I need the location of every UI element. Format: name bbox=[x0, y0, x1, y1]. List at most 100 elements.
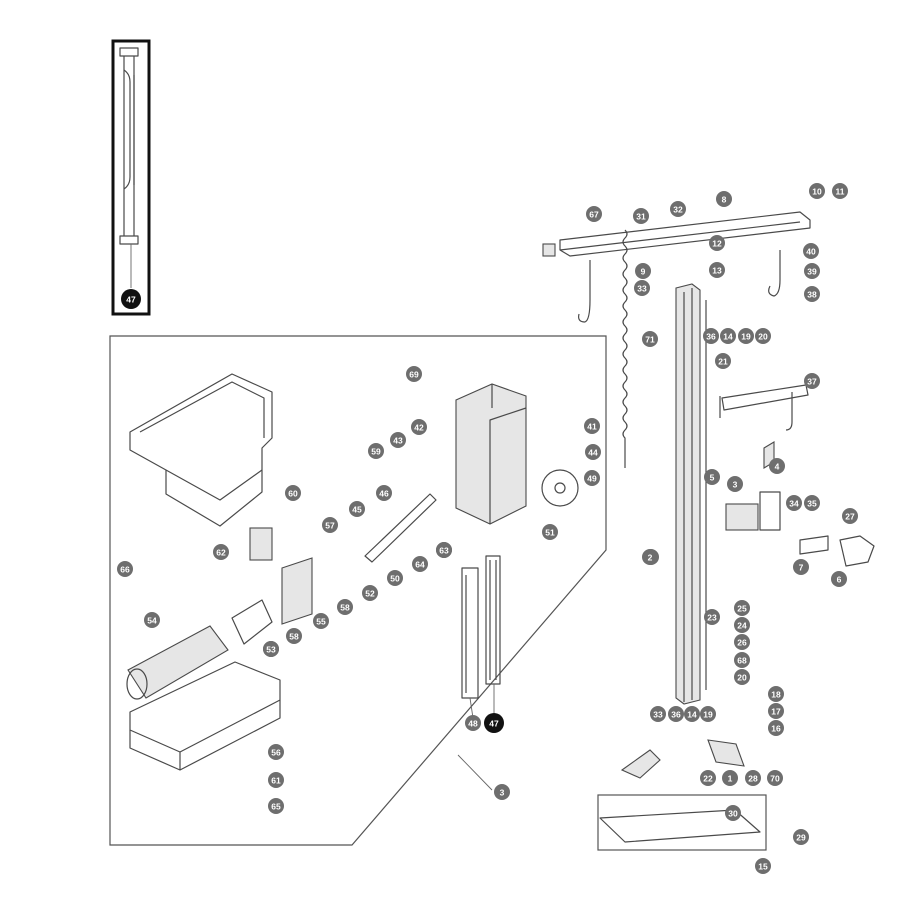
callout-35: 35 bbox=[804, 495, 820, 511]
callout-62-marker bbox=[213, 544, 229, 560]
callout-50-marker bbox=[387, 570, 403, 586]
callout-32-label: 32 bbox=[673, 205, 683, 215]
callout-52-marker bbox=[362, 585, 378, 601]
callout-14-label: 14 bbox=[687, 710, 697, 720]
callout-59: 59 bbox=[368, 443, 384, 459]
callout-51-label: 51 bbox=[545, 528, 555, 538]
callout-36-marker bbox=[668, 706, 684, 722]
callout-40-marker bbox=[803, 243, 819, 259]
callout-34-marker bbox=[786, 495, 802, 511]
callout-67-label: 67 bbox=[589, 210, 599, 220]
callout-50-label: 50 bbox=[390, 574, 400, 584]
callout-63-label: 63 bbox=[439, 546, 449, 556]
callout-66-marker bbox=[117, 561, 133, 577]
callout-46-marker bbox=[376, 485, 392, 501]
callout-65-label: 65 bbox=[271, 802, 281, 812]
callout-70-marker bbox=[767, 770, 783, 786]
callout-43: 43 bbox=[390, 432, 406, 448]
callout-53-label: 53 bbox=[266, 645, 276, 655]
callout-67: 67 bbox=[586, 206, 602, 222]
callout-42: 42 bbox=[411, 419, 427, 435]
callout-12-label: 12 bbox=[712, 239, 722, 249]
callout-31-marker bbox=[633, 208, 649, 224]
callout-14: 14 bbox=[684, 706, 700, 722]
gearbox-parts bbox=[126, 373, 579, 771]
callout-32-marker bbox=[670, 201, 686, 217]
callout-5-marker bbox=[704, 469, 720, 485]
callout-20-label: 20 bbox=[758, 332, 768, 342]
callout-10-marker bbox=[809, 183, 825, 199]
callout-41-marker bbox=[584, 418, 600, 434]
callout-55-marker bbox=[313, 613, 329, 629]
callout-40-label: 40 bbox=[806, 247, 816, 257]
gearbox-detail-enclosure bbox=[109, 335, 607, 846]
callout-13-marker bbox=[709, 262, 725, 278]
callout-68-marker bbox=[734, 652, 750, 668]
callout-6: 6 bbox=[831, 571, 847, 587]
callout-60-marker bbox=[285, 485, 301, 501]
callout-27-marker bbox=[842, 508, 858, 524]
callout-59-marker bbox=[368, 443, 384, 459]
callout-68: 68 bbox=[734, 652, 750, 668]
callout-64: 64 bbox=[412, 556, 428, 572]
callout-15-marker bbox=[755, 858, 771, 874]
callout-11: 11 bbox=[832, 183, 848, 199]
callout-33-marker bbox=[650, 706, 666, 722]
callout-41-label: 41 bbox=[587, 422, 597, 432]
callout-28-marker bbox=[745, 770, 761, 786]
callout-38-label: 38 bbox=[807, 290, 817, 300]
callout-18-marker bbox=[768, 686, 784, 702]
callout-8: 8 bbox=[716, 191, 732, 207]
callout-62-label: 62 bbox=[216, 548, 226, 558]
callout-28-label: 28 bbox=[748, 774, 758, 784]
callout-4-marker bbox=[769, 458, 785, 474]
callout-22-label: 22 bbox=[703, 774, 713, 784]
callout-43-marker bbox=[390, 432, 406, 448]
callout-58: 58 bbox=[286, 628, 302, 644]
callout-15: 15 bbox=[755, 858, 771, 874]
callout-24: 24 bbox=[734, 617, 750, 633]
callout-23: 23 bbox=[704, 609, 720, 625]
callout-24-marker bbox=[734, 617, 750, 633]
callout-15-label: 15 bbox=[758, 862, 768, 872]
callout-36: 36 bbox=[668, 706, 684, 722]
callout-8-label: 8 bbox=[722, 195, 727, 205]
callout-47: 47 bbox=[121, 289, 141, 309]
callout-57-label: 57 bbox=[325, 521, 335, 531]
callout-18-label: 18 bbox=[771, 690, 781, 700]
callout-50: 50 bbox=[387, 570, 403, 586]
callout-26-label: 26 bbox=[737, 638, 747, 648]
callout-26: 26 bbox=[734, 634, 750, 650]
callout-33-label: 33 bbox=[637, 284, 647, 294]
callout-62: 62 bbox=[213, 544, 229, 560]
callout-8-marker bbox=[716, 191, 732, 207]
callout-1: 1 bbox=[722, 770, 738, 786]
callout-63: 63 bbox=[436, 542, 452, 558]
callout-1-label: 1 bbox=[728, 774, 733, 784]
callout-40: 40 bbox=[803, 243, 819, 259]
callout-65-marker bbox=[268, 798, 284, 814]
callout-20: 20 bbox=[755, 328, 771, 344]
callout-2-marker bbox=[642, 549, 658, 565]
callout-13: 13 bbox=[709, 262, 725, 278]
callout-45-label: 45 bbox=[352, 505, 362, 515]
callout-36: 36 bbox=[703, 328, 719, 344]
callout-52: 52 bbox=[362, 585, 378, 601]
callout-12-marker bbox=[709, 235, 725, 251]
callout-44-marker bbox=[585, 444, 601, 460]
callout-6-marker bbox=[831, 571, 847, 587]
callout-59-label: 59 bbox=[371, 447, 381, 457]
callout-58-marker bbox=[286, 628, 302, 644]
callout-28: 28 bbox=[745, 770, 761, 786]
callout-19-label: 19 bbox=[741, 332, 751, 342]
callout-11-label: 11 bbox=[836, 187, 845, 197]
callout-45-marker bbox=[349, 501, 365, 517]
callout-31-label: 31 bbox=[636, 212, 646, 222]
callout-4: 4 bbox=[769, 458, 785, 474]
callout-63-marker bbox=[436, 542, 452, 558]
callout-38-marker bbox=[804, 286, 820, 302]
callout-30: 30 bbox=[725, 805, 741, 821]
callout-55-label: 55 bbox=[316, 617, 326, 627]
